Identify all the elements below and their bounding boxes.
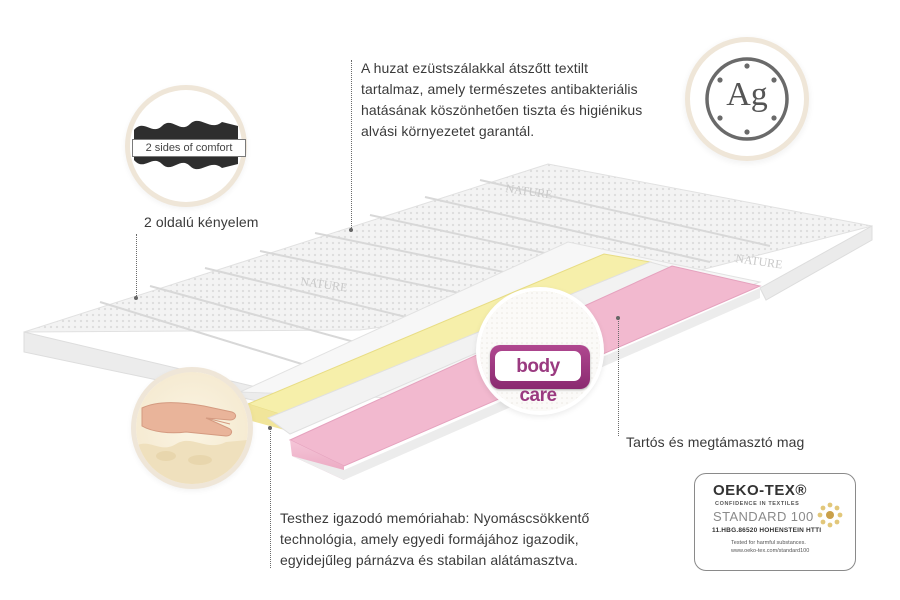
cover-right-edge [759,225,873,301]
oeko-tex-url: www.oeko-tex.com/standard100 [731,548,810,554]
memory-foam-description: Testhez igazodó memóriahab: Nyomáscsökke… [280,510,590,568]
ag-label: Ag [726,76,768,113]
ag-silver-icon: Ag [690,42,804,156]
svg-text:NATURE: NATURE [300,274,349,294]
oeko-tex-subtitle: CONFIDENCE IN TEXTILES [715,501,800,507]
oeko-tex-standard: STANDARD 100 [713,509,814,524]
svg-text:NATURE: NATURE [505,181,554,201]
oeko-tex-tested: Tested for harmful substances. [731,540,806,546]
leader-line-core [618,318,619,436]
oeko-tex-title: OEKO-TEX® [713,482,807,499]
cover-top [23,163,873,333]
two-sides-comfort-label: 2 sides of comfort [132,139,246,157]
leader-line-comfort [136,234,137,298]
svg-text:NATURE: NATURE [735,251,784,271]
body-care-badge: body care [490,345,590,406]
leader-line-cover [351,60,352,230]
cover-description: A huzat ezüstszálakkal átszőtt textilt t… [361,60,643,139]
body-care-label: body care [495,351,581,406]
core-description: Tartós és megtámasztó mag [626,434,805,450]
oeko-tex-flower-icon [817,502,843,528]
comfort-description: 2 oldalú kényelem [144,214,259,230]
oeko-tex-code: 11.HBG.86520 HOHENSTEIN HTTI [712,527,822,534]
leader-dot-memory [268,426,272,430]
leader-dot-cover [349,228,353,232]
oeko-tex-label: OEKO-TEX® CONFIDENCE IN TEXTILES STANDAR… [694,473,856,571]
hand-pressing-foam-icon [136,372,248,484]
leader-dot-comfort [134,296,138,300]
leader-line-memory [270,428,271,568]
leader-dot-core [616,316,620,320]
